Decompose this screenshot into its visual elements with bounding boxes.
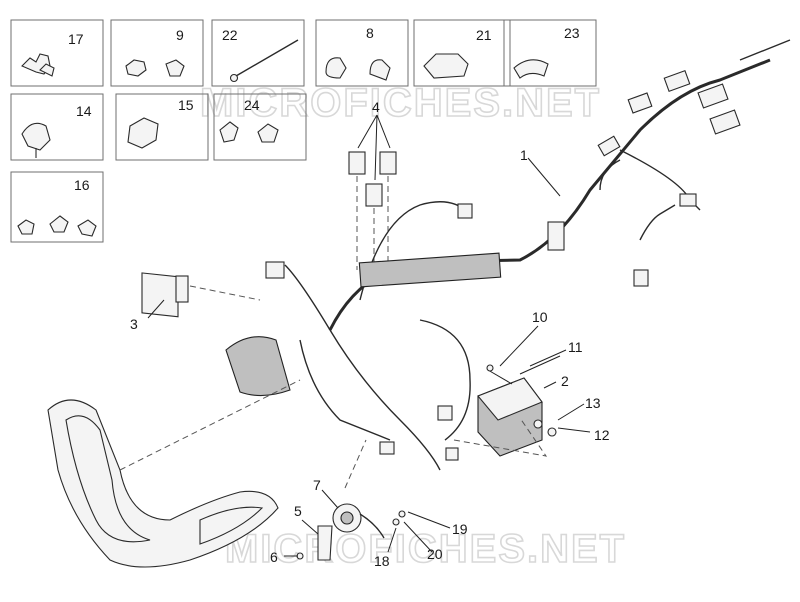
- callout-23: 23: [564, 25, 580, 41]
- callout-13: 13: [585, 395, 601, 411]
- connector-blocks-4: [348, 114, 397, 270]
- main-wiring-harness: [225, 39, 791, 471]
- callout-12: 12: [594, 427, 610, 443]
- inset-box-24: [213, 93, 307, 161]
- watermark-bottom: MICROFICHES.NET: [225, 527, 626, 571]
- callout-4: 4: [372, 99, 380, 115]
- callout-22: 22: [222, 27, 238, 43]
- callout-1: 1: [520, 147, 528, 163]
- callout-14: 14: [76, 103, 92, 119]
- callout-18: 18: [374, 553, 390, 569]
- callout-20: 20: [427, 546, 443, 562]
- inset-box-21: [413, 19, 511, 87]
- callout-numbers: 17 9 22 8 21 23 14 15 24 16 4 1 3 10 11 …: [68, 25, 610, 569]
- front-headlight: [47, 379, 301, 568]
- inset-box-8: [315, 19, 409, 87]
- inset-box-22: [211, 19, 305, 87]
- callout-15: 15: [178, 97, 194, 113]
- watermark-top: MICROFICHES.NET: [200, 81, 601, 125]
- callout-21: 21: [476, 27, 492, 43]
- callout-8: 8: [366, 25, 374, 41]
- callout-leaders: [284, 325, 591, 557]
- callout-7: 7: [313, 477, 321, 493]
- callout-11: 11: [568, 339, 583, 355]
- module-3: [141, 272, 261, 319]
- callout-9: 9: [176, 27, 184, 43]
- callout-6: 6: [270, 549, 278, 565]
- callout-5: 5: [294, 503, 302, 519]
- callout-2: 2: [561, 373, 569, 389]
- voltage-regulator-2: [453, 355, 561, 457]
- inset-box-16: [10, 171, 104, 243]
- horn-7: [296, 439, 406, 561]
- inset-box-14: [10, 93, 104, 161]
- inset-box-17: [10, 19, 104, 87]
- callout-10: 10: [532, 309, 548, 325]
- inset-box-9: [110, 19, 204, 87]
- callout-19: 19: [452, 521, 468, 537]
- inset-box-15: [115, 93, 209, 161]
- callout-24: 24: [244, 97, 260, 113]
- inset-box-23: [503, 19, 597, 87]
- callout-16: 16: [74, 177, 90, 193]
- callout-17: 17: [68, 31, 84, 47]
- callout-3: 3: [130, 316, 138, 332]
